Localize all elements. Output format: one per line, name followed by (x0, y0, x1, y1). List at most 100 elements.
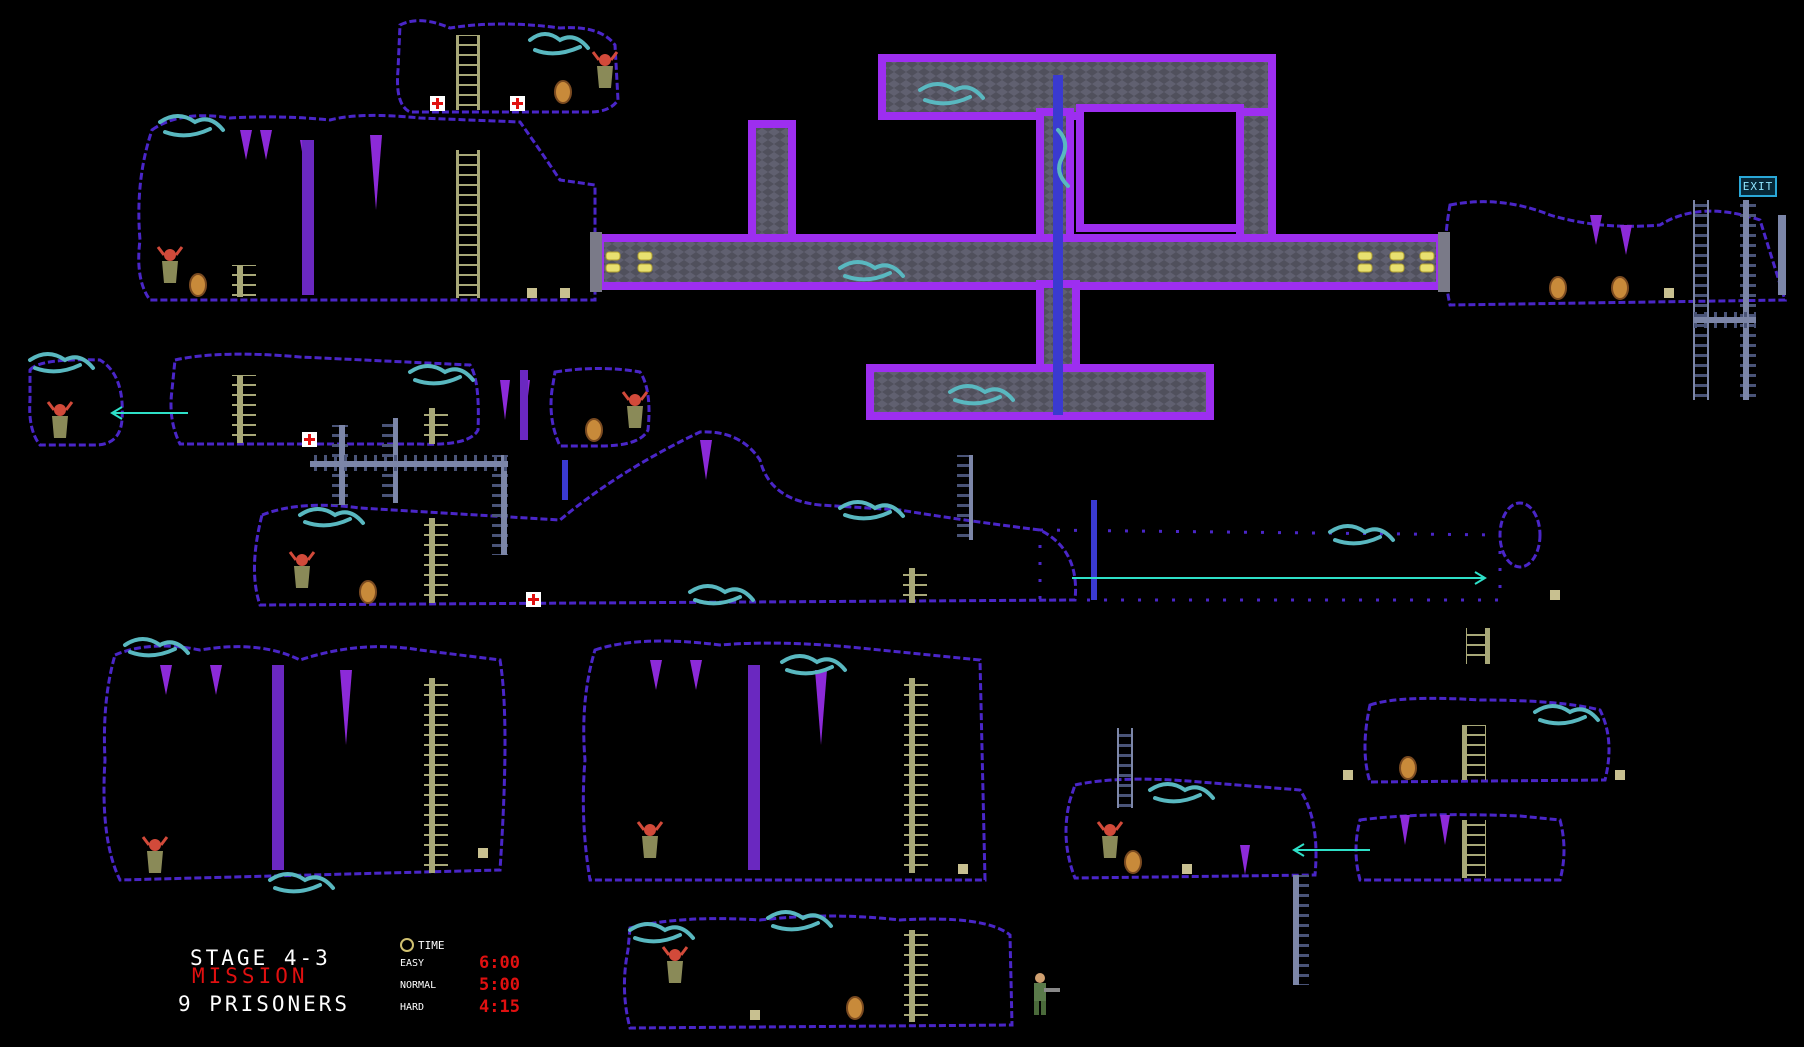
difficulty-label: HARD (400, 1001, 425, 1013)
difficulty-label: NORMAL (400, 979, 437, 991)
medkit (510, 96, 525, 111)
cave-room-upper-left (137, 113, 597, 302)
ladder (456, 150, 480, 298)
alien (28, 352, 95, 374)
ladder (424, 678, 448, 873)
corridor-doors (590, 232, 1450, 292)
egg (189, 273, 207, 297)
prisoner (1096, 821, 1124, 858)
alien (408, 364, 475, 386)
time-value: 5:00 (479, 975, 520, 995)
arrow-left (110, 406, 188, 420)
ladder (424, 408, 448, 444)
alien (838, 500, 905, 521)
prisoner (661, 946, 689, 983)
alien (1533, 704, 1600, 726)
egg (1399, 756, 1417, 780)
arrow-left (1292, 843, 1370, 857)
ladder (232, 265, 256, 297)
cave-room-lower-left (102, 644, 507, 882)
metal-corridors (596, 54, 1444, 420)
alien (918, 82, 985, 106)
alien (268, 872, 335, 894)
cave-room-middle-left (169, 352, 480, 446)
alien (158, 114, 225, 138)
alien (948, 384, 1015, 406)
alien (780, 654, 847, 676)
time-label: TIME (418, 938, 445, 952)
egg (1124, 850, 1142, 874)
time-value: 4:15 (479, 997, 520, 1017)
medkit (526, 592, 541, 607)
alien (838, 260, 905, 282)
time-row-normal: NORMAL 5:00 (400, 974, 520, 996)
prisoner (621, 391, 649, 428)
prisoner (288, 551, 316, 588)
ladder (456, 35, 480, 110)
alien (528, 32, 590, 56)
egg (1549, 276, 1567, 300)
clock-icon (400, 938, 414, 952)
stage-title: STAGE 4-3 (190, 946, 331, 970)
egg (554, 80, 572, 104)
alien (766, 910, 833, 932)
ladder (904, 678, 928, 873)
cave-room-right-small-bottom (1354, 813, 1566, 882)
exit-sign: EXIT (1739, 176, 1777, 197)
alien (688, 584, 755, 606)
ladder (1462, 820, 1486, 878)
cave-walls (272, 140, 760, 870)
eggs (189, 80, 1629, 1020)
mission-label: MISSION (192, 964, 309, 988)
alien (628, 922, 695, 944)
time-value: 6:00 (479, 953, 520, 973)
egg (1611, 276, 1629, 300)
alien (1328, 524, 1395, 546)
cave-room-lower-middle (581, 639, 987, 882)
prisoner (636, 821, 664, 858)
player-marine (1034, 973, 1060, 1015)
girders (310, 200, 1786, 985)
time-row-hard: HARD 4:15 (400, 996, 520, 1018)
cave-room-right-oval (1498, 501, 1542, 569)
alien (298, 507, 365, 528)
cave-room-left-pocket (28, 358, 124, 447)
medkit (302, 432, 317, 447)
barrels (605, 251, 1435, 273)
medkit (430, 96, 445, 111)
cave-room-long-middle (253, 430, 1078, 607)
alien (1056, 128, 1070, 188)
ladder (232, 375, 256, 443)
arrow-right (1072, 571, 1487, 585)
ladder (903, 568, 927, 603)
alien (123, 637, 190, 658)
ladder (1462, 725, 1486, 780)
prisoners-count: 9 PRISONERS (178, 992, 351, 1016)
alien (1148, 782, 1215, 804)
prisoner (46, 401, 74, 438)
egg (585, 418, 603, 442)
difficulty-label: EASY (400, 957, 425, 969)
time-row-easy: EASY 6:00 (400, 952, 520, 974)
ammo-pickups (478, 288, 1674, 1020)
ladder (424, 518, 448, 603)
vertical-shafts (562, 75, 1097, 600)
prisoner (141, 836, 169, 873)
cave-room-top-small (396, 19, 620, 114)
ladder (904, 930, 928, 1022)
aliens (28, 32, 1600, 944)
time-header: TIME (400, 938, 520, 952)
ladder (1466, 628, 1490, 664)
prisoner (591, 51, 619, 88)
egg (846, 996, 864, 1020)
path-arrows (110, 406, 1487, 857)
ladders (232, 35, 1490, 1022)
cave-rooms (28, 19, 1788, 1030)
egg (359, 580, 377, 604)
cave-room-right-corridor (1038, 528, 1502, 602)
cave-room-right-small-top (1363, 696, 1611, 784)
medkits (302, 96, 541, 607)
cave-room-bottom (622, 914, 1014, 1030)
cave-room-middle-right-pocket (549, 367, 651, 448)
